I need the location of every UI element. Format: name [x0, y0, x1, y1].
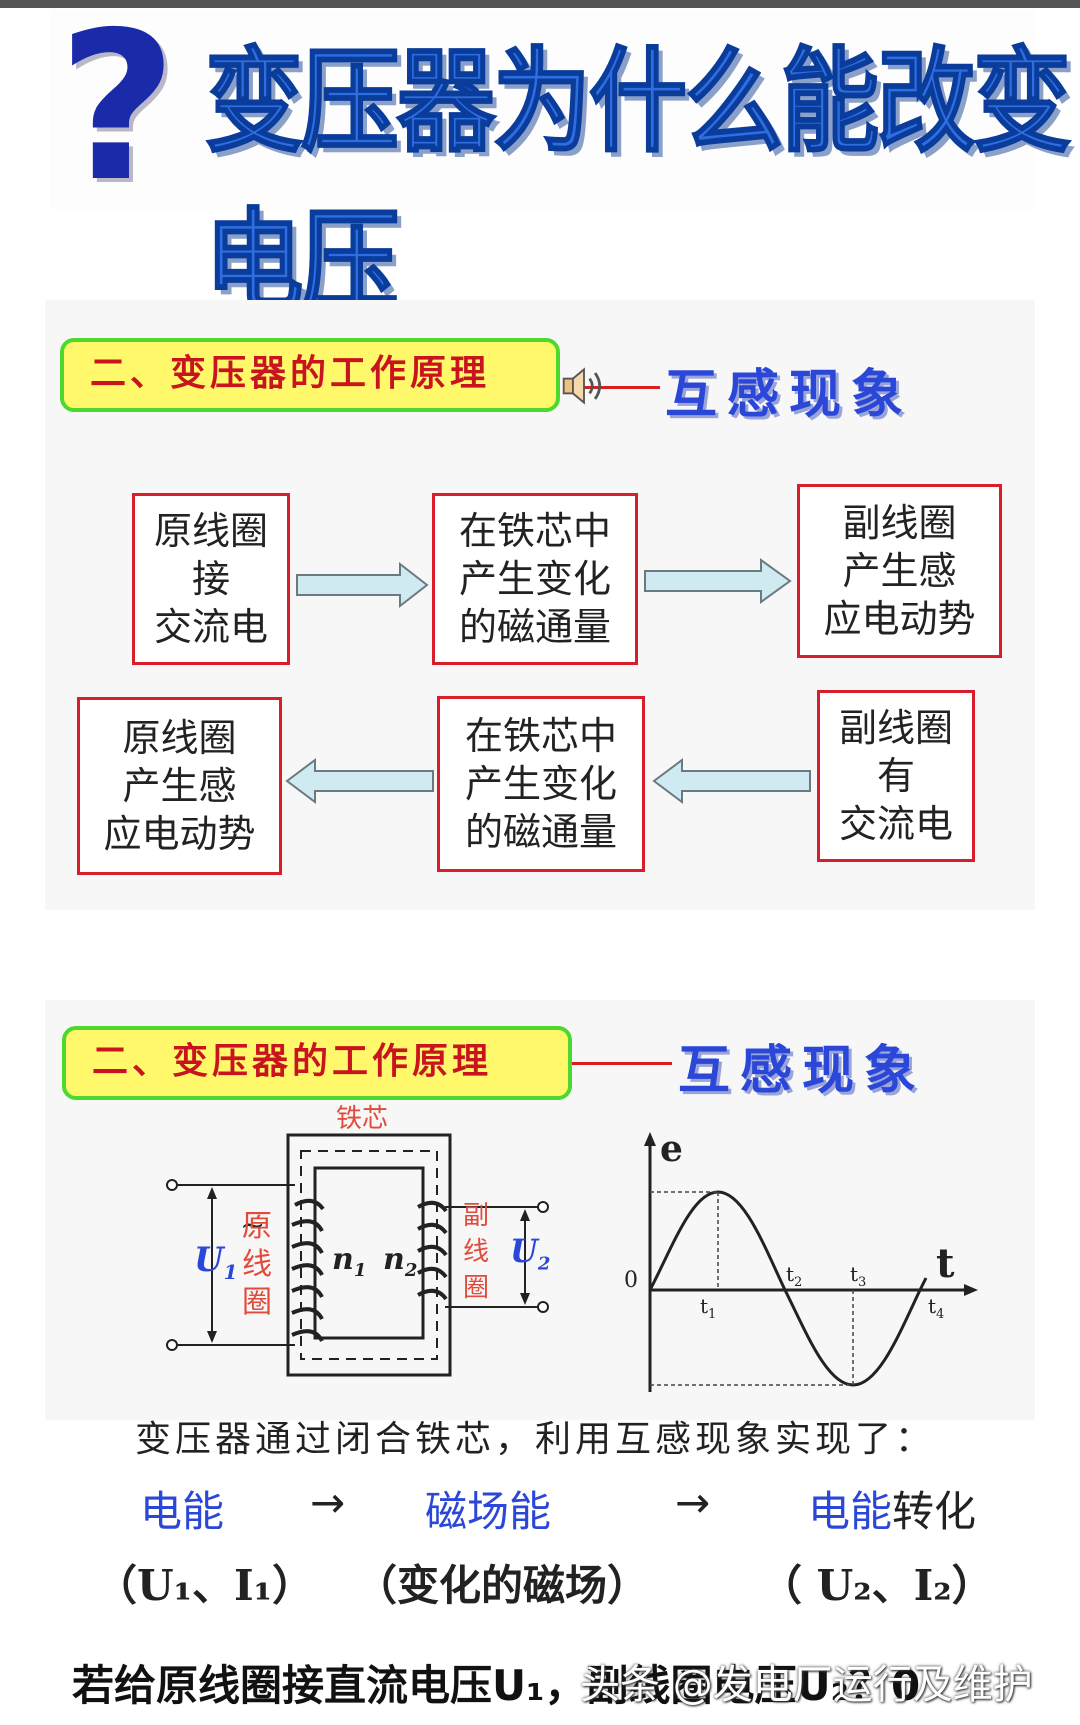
arrow-left-2-icon [652, 758, 811, 804]
section2-banner: 二、变压器的工作原理 [62, 1026, 572, 1100]
page-title: 变压器为什么能改变电压 [204, 36, 1072, 330]
box-primary-emf: 原线圈 产生感 应电动势 [77, 697, 282, 875]
box-line: 产生感 [122, 764, 237, 808]
n2-label: n2 [383, 1242, 417, 1281]
bottom-question: 若给原线圈接直流电压U₁，副线圈电压U₂？0 [72, 1661, 921, 1710]
box-line: 副线圈 [838, 706, 953, 750]
box-line: 在铁芯中 [464, 714, 617, 758]
box-line: 产生变化 [464, 762, 617, 806]
title-area [50, 10, 1035, 210]
box-core-flux-1: 在铁芯中 产生变化 的磁通量 [432, 493, 638, 665]
box-line: 交流电 [153, 605, 268, 649]
box-line: 在铁芯中 [458, 509, 611, 553]
box-line: 产生感 [842, 549, 957, 593]
section2-connector [572, 1062, 672, 1065]
arrow-right-2-icon [644, 558, 792, 604]
t2-sub: 2 [794, 1275, 803, 1290]
caption-text: 变压器通过闭合铁芯，利用互感现象实现了： [135, 1419, 936, 1460]
box-line: 原线圈 [122, 716, 237, 760]
t-axis-label: t [936, 1240, 955, 1287]
n2-letter: n [383, 1242, 405, 1277]
flow-electric-conversion: 电能转化 [808, 1478, 976, 1539]
paren-output: （ U₂、I₂） [760, 1561, 994, 1610]
tilde-symbol: ~ [240, 1208, 266, 1243]
u2-label: U2 [510, 1232, 550, 1274]
n1-letter: n [332, 1242, 354, 1277]
char: 圈 [242, 1285, 272, 1320]
box-line: 应电动势 [823, 597, 976, 641]
box-core-flux-2: 在铁芯中 产生变化 的磁通量 [437, 696, 645, 872]
box-secondary-ac: 副线圈 有 交流电 [817, 690, 975, 862]
box-line: 交流电 [838, 802, 953, 846]
paren-input: （U₁、I₁） [95, 1561, 315, 1610]
arrow-right-1-icon [296, 561, 429, 609]
section1-connector [570, 386, 660, 389]
t3-label: t3 [850, 1262, 866, 1290]
origin-label: 0 [624, 1268, 638, 1293]
flow-arrow-1: → [310, 1478, 346, 1527]
n1-label: n1 [332, 1242, 366, 1281]
secondary-coil-label: 副 线 圈 [463, 1198, 493, 1306]
primary-coil-label: 原 线 圈 [242, 1208, 272, 1322]
flow-arrow-2: → [675, 1478, 711, 1527]
box-line: 的磁通量 [464, 810, 617, 854]
box-line: 产生变化 [458, 557, 611, 601]
box-line: 副线圈 [842, 501, 957, 545]
t1-label: t1 [700, 1294, 716, 1322]
u2-letter: U [510, 1232, 538, 1270]
section1-banner: 二、变压器的工作原理 [60, 338, 560, 412]
char: 原 [242, 1209, 272, 1244]
section1-mutual-label: 互感现象 [665, 364, 914, 425]
u1-letter: U [194, 1240, 224, 1280]
box-line: 的磁通量 [458, 605, 611, 649]
flow-electric-energy: 电能 [140, 1487, 225, 1536]
char: 线 [463, 1237, 490, 1267]
u1-label: U1 [194, 1240, 238, 1284]
t1-sub: 1 [708, 1307, 717, 1322]
n2-sub: 2 [404, 1260, 418, 1281]
speaker-icon[interactable] [560, 362, 608, 410]
char: 副 [463, 1201, 490, 1231]
char: 圈 [463, 1273, 490, 1303]
top-bar [0, 0, 1080, 8]
core-label: 铁芯 [336, 1104, 389, 1134]
box-line: 原线圈 [153, 509, 268, 553]
flow-e2b: 转化 [892, 1487, 977, 1536]
t4-sub: 4 [936, 1307, 945, 1322]
t4-letter: t [928, 1294, 937, 1318]
t1-letter: t [700, 1294, 709, 1318]
box-line: 有 [876, 754, 915, 798]
t3-letter: t [850, 1262, 859, 1286]
emf-wave-plot [644, 1132, 978, 1392]
flow-e2a: 电能 [808, 1487, 893, 1536]
transformer-diagram [166, 1133, 549, 1377]
arrow-left-1-icon [285, 758, 434, 804]
e-axis-label: e [660, 1128, 683, 1170]
t2-label: t2 [786, 1262, 802, 1290]
char: 线 [242, 1247, 272, 1282]
t3-sub: 3 [858, 1275, 867, 1290]
watermark-text: 头条 @发电厂运行及维护 [580, 1662, 1033, 1708]
u1-sub: 1 [223, 1259, 238, 1284]
box-secondary-emf: 副线圈 产生感 应电动势 [797, 484, 1002, 658]
question-mark: ? [58, 0, 177, 227]
t4-label: t4 [928, 1294, 944, 1322]
box-primary-ac: 原线圈 接 交流电 [132, 493, 290, 665]
u2-sub: 2 [537, 1253, 551, 1275]
box-line: 接 [191, 557, 230, 601]
n1-sub: 1 [353, 1260, 367, 1281]
flow-magnetic-energy: 磁场能 [425, 1487, 552, 1536]
paren-field: （变化的磁场） [355, 1561, 650, 1610]
t2-letter: t [786, 1262, 795, 1286]
section2-mutual-label: 互感现象 [678, 1040, 927, 1101]
box-line: 应电动势 [103, 812, 256, 856]
